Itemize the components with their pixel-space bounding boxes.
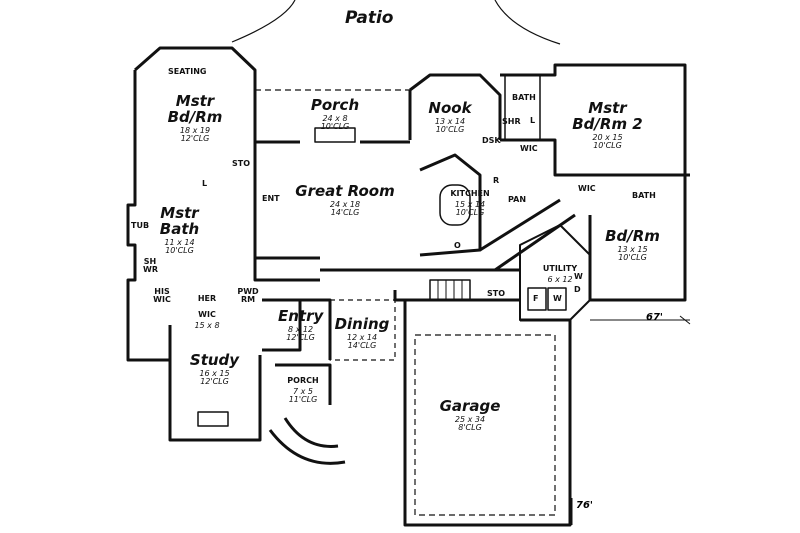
seating-label: SEATING [168,67,207,76]
room-name: Dining [334,315,390,333]
room-ceiling: 12'CLG [200,377,229,386]
room-front-porch: PORCH 7 x 5 11'CLG [283,370,323,404]
room-her-wic: HER WIC 15 x 8 [192,288,222,330]
room-name: Entry [278,307,324,325]
room-name: PORCH [287,376,319,385]
room-name: Study [189,351,240,369]
bath-label: BATH [512,93,536,102]
room-name: UTILITY [542,264,578,273]
room-size: 6 x 12 [547,275,573,284]
washer-label: W [574,272,583,281]
room-size: 18 x 19 [179,126,211,135]
room-study: Study 16 x 15 12'CLG [187,352,242,386]
room-size: 11 x 14 [164,238,195,247]
linen-label: L [202,179,208,188]
room-master-bath: Mstr Bath 11 x 14 10'CLG [152,205,207,255]
room-bedroom: Bd/Rm 13 x 15 10'CLG [605,228,660,262]
storage-label: STO [487,289,506,298]
room-size: 25 x 34 [454,415,486,424]
room-rear-porch: Porch 24 x 8 10'CLG [305,97,365,131]
storage-label: STO [232,159,251,168]
room-ceiling: 14'CLG [347,341,377,350]
patio-label: Patio [345,8,394,28]
room-ceiling: 11'CLG [288,395,318,404]
room-name: Mstr [175,92,215,110]
shower-label: SHR [502,117,521,126]
oven-label: O [454,241,461,250]
room-ceiling: 10'CLG [593,141,622,150]
room-utility: UTILITY 6 x 12 [540,258,580,284]
room-ceiling: 10'CLG [320,122,350,131]
wic-label: WIC [578,184,596,193]
room-name: Nook [428,99,472,117]
room-name: KITCHEN [450,189,490,198]
width-dimension-label: 67' [646,312,663,323]
room-name: Mstr [588,99,627,117]
room-size: 24 x 18 [329,200,361,209]
room-name: Bd/Rm 2 [572,115,643,133]
room-ceiling: 10'CLG [165,246,194,255]
tub-label: TUB [131,221,150,230]
shower-label: SH WR [143,257,158,274]
room-ceiling: 8'CLG [458,423,482,432]
room-master-bedroom: SEATING Mstr Bd/Rm 18 x 19 12'CLG [160,68,230,143]
room-name: HER [197,294,217,303]
water-heater-label: W [553,294,562,303]
room-size: 16 x 15 [199,369,230,378]
room-size: 8 x 12 [287,325,314,334]
bath-label: BATH [632,191,656,200]
his-wic-label: HIS WIC [153,287,171,304]
dryer-label: D [574,285,581,294]
room-kitchen: KITCHEN 15 x 14 10'CLG [445,183,495,217]
room-garage: Garage 25 x 34 8'CLG [435,398,505,432]
room-name: Porch [310,96,360,114]
entry-label: ENT [262,194,280,203]
room-name: Garage [439,397,501,415]
room-ceiling: 10'CLG [455,208,485,217]
desk-label: DSK [482,136,501,145]
room-size: 15 x 8 [194,321,220,330]
room-name: Mstr [160,204,199,222]
room-name: Bd/Rm [167,108,223,126]
room-nook: Nook 13 x 14 10'CLG [425,100,475,134]
refrigerator-label: R [493,176,500,185]
room-ceiling: 14'CLG [330,208,360,217]
room-size: 12 x 14 [346,333,378,342]
room-name: WIC [198,310,216,319]
room-size: 13 x 14 [434,117,466,126]
room-size: 15 x 14 [454,200,486,209]
depth-dimension-label: 76' [576,500,593,511]
room-great-room: Great Room 24 x 18 14'CLG [285,183,405,217]
room-size: 20 x 15 [592,133,623,142]
room-name: Great Room [295,182,395,200]
room-name: Bath [159,220,200,238]
room-ceiling: 10'CLG [618,253,647,262]
room-name: Bd/Rm [605,227,660,245]
room-size: 13 x 15 [617,245,648,254]
linen-label: L [530,116,536,125]
powder-room-label: PWD RM [237,287,259,304]
room-ceiling: 12'CLG [180,134,210,143]
room-ceiling: 12'CLG [286,333,315,342]
wic-label: WIC [520,144,538,153]
room-ceiling: 10'CLG [435,125,465,134]
room-size: 7 x 5 [293,387,313,396]
pantry-label: PAN [508,195,527,204]
room-dining: Dining 12 x 14 14'CLG [333,316,391,350]
room-size: 24 x 8 [322,114,348,123]
furnace-label: F [533,294,539,303]
room-master-bedroom-2: Mstr Bd/Rm 2 20 x 15 10'CLG [570,100,645,150]
room-entry: Entry 8 x 12 12'CLG [278,308,323,342]
